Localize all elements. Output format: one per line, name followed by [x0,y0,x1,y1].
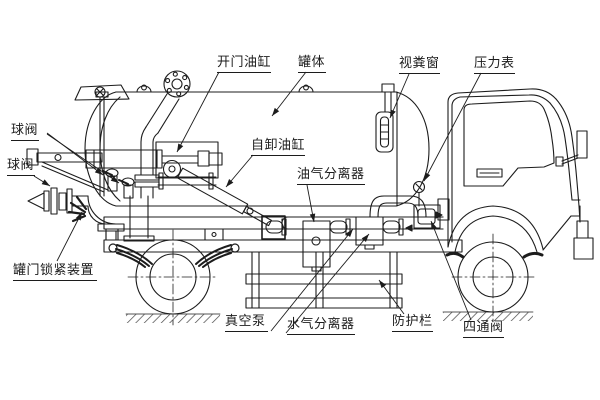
cab-shape [437,88,594,260]
leader-pressure-gauge [423,72,482,182]
label-dump-cylinder: 自卸油缸 [251,138,305,156]
leader-tank-body [271,71,307,117]
sight-window-shape [375,83,395,153]
label-water-gas-separator: 水气分离器 [287,317,355,335]
label-vacuum-pump: 真空泵 [225,314,268,332]
leader-ball-valve-upper-b [46,133,120,184]
label-pressure-gauge: 压力表 [474,56,515,74]
label-tank-body: 罐体 [298,55,326,73]
door-cylinder-shape [85,141,223,190]
label-sight-window: 视粪窗 [399,56,440,74]
piping-row-shape [265,195,444,272]
leader-dump-cylinder [225,154,254,188]
label-tank-door-lock: 罐门锁紧装置 [13,263,97,281]
label-ball-valve-lower: 球阀 [7,158,35,176]
tank-body-shape [84,84,430,207]
pressure-gauge-shape [412,180,426,207]
leaf-springs-shape [108,243,240,268]
leader-oil-gas-separator [306,184,316,223]
label-door-cylinder: 开门油缸 [217,55,271,73]
suction-boom-shape [134,70,191,199]
leader-four-way-valve [430,220,472,321]
leader-ball-valve-lower [33,175,51,187]
label-four-way-valve: 四通阀 [463,320,504,338]
water-gas-separator-shape [355,216,384,246]
label-ball-valve-upper: 球阀 [11,123,39,141]
leader-lines [33,71,482,334]
leader-water-gas-separator [285,233,370,334]
leader-door-cylinder [176,71,220,153]
guard-rail-shape [245,251,403,309]
front-wheel [451,233,535,323]
leader-guard-rail [378,279,405,315]
dump-cylinder-shape [176,167,286,240]
leader-vacuum-pump [270,228,354,332]
leader-sight-window [389,73,410,119]
label-oil-gas-separator: 油气分离器 [297,167,365,185]
rear-door-frame-shape [26,84,130,197]
rear-wheel [127,229,219,326]
label-guard-rail: 防护栏 [392,314,433,332]
leader-tank-door-lock [56,211,83,262]
